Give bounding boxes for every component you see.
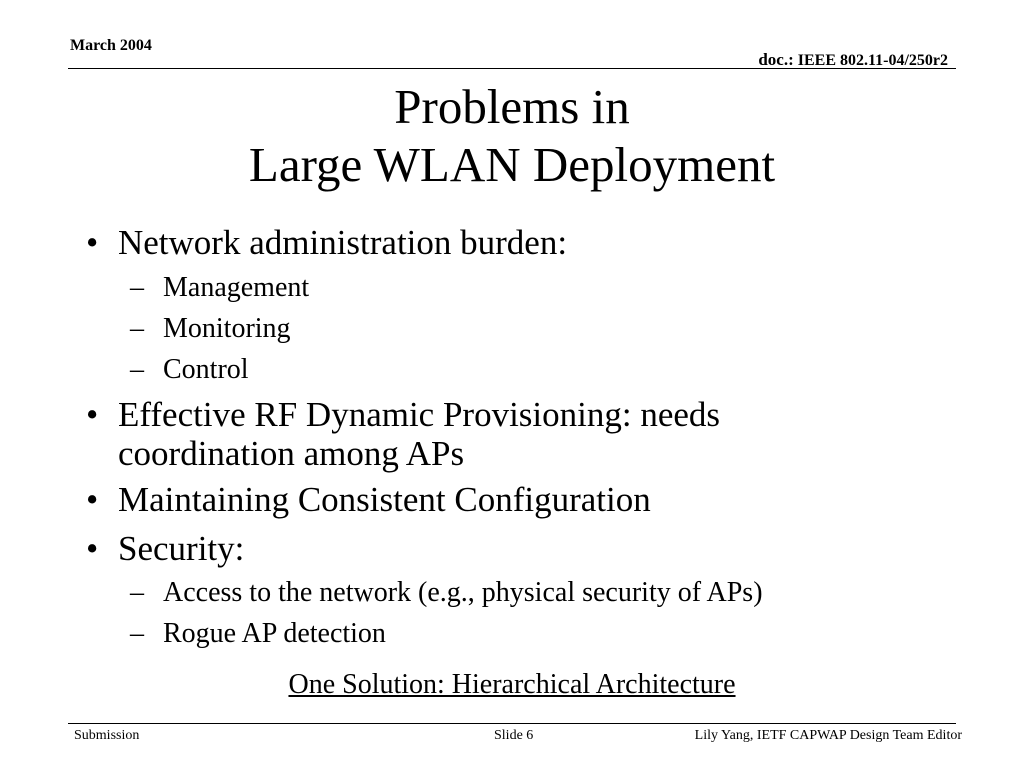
slide-title-line1: Problems in <box>394 79 630 134</box>
solution-text: One Solution: Hierarchical Architecture <box>288 669 736 700</box>
sub-bullet-text: Access to the network (e.g., physical se… <box>163 577 763 608</box>
bullet-marker: • <box>86 529 99 568</box>
sub-bullet-marker: – <box>130 577 144 608</box>
header-divider <box>68 68 956 69</box>
footer-submission: Submission <box>74 728 140 743</box>
sub-bullet-text: Monitoring <box>163 313 291 344</box>
doc-number: IEEE 802.11-04/250r2 <box>797 52 948 69</box>
bullet-marker: • <box>86 395 99 434</box>
header-doc-id: doc.: IEEE 802.11-04/250r2 <box>758 50 948 70</box>
sub-bullet-marker: – <box>130 618 144 649</box>
sub-bullet-marker: – <box>130 354 144 385</box>
sub-bullet-marker: – <box>130 313 144 344</box>
sub-bullet-text: Rogue AP detection <box>163 618 386 649</box>
doc-label: doc.: <box>758 50 794 69</box>
bullet-text: Maintaining Consistent Configuration <box>118 480 651 519</box>
bullet-text: Network administration burden: <box>118 223 568 262</box>
slide-title: Problems in Large WLAN Deployment <box>0 78 1024 194</box>
bullet-text: coordination among APs <box>118 434 465 473</box>
header-date: March 2004 <box>70 37 152 54</box>
bullet-text: Effective RF Dynamic Provisioning: needs <box>118 395 721 434</box>
bullet-marker: • <box>86 223 99 262</box>
sub-bullet-marker: – <box>130 272 144 303</box>
slide-title-line2: Large WLAN Deployment <box>248 137 776 192</box>
sub-bullet-text: Control <box>163 354 249 385</box>
footer-divider <box>68 723 956 724</box>
sub-bullet-text: Management <box>163 272 310 303</box>
footer-slide-number: Slide 6 <box>494 728 534 743</box>
bullet-text: Security: <box>118 529 245 568</box>
solution-line: One Solution: Hierarchical Architecture <box>0 668 1024 702</box>
bullet-marker: • <box>86 480 99 519</box>
footer-author: Lily Yang, IETF CAPWAP Design Team Edito… <box>694 728 962 743</box>
